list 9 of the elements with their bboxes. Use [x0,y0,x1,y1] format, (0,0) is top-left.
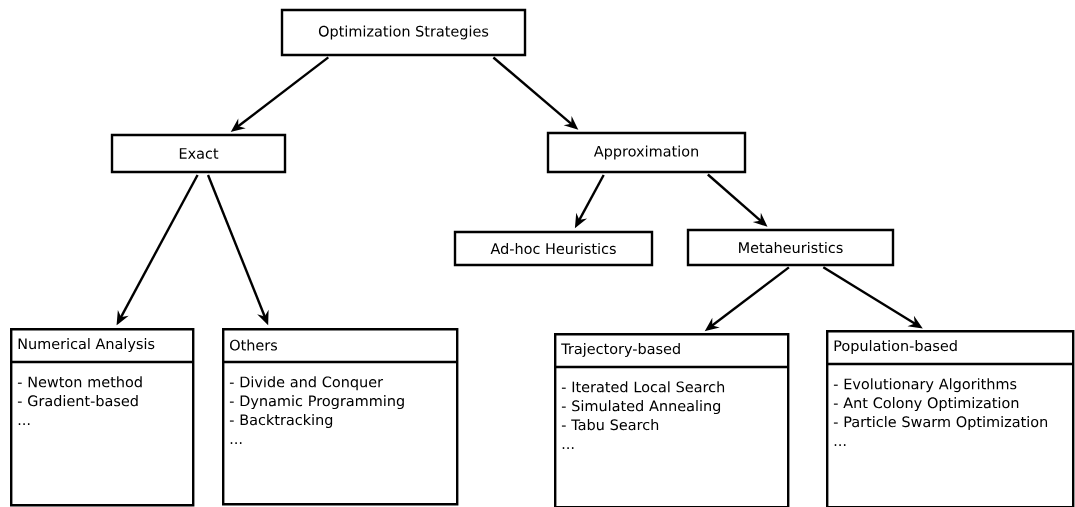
category-box: Optimization Strategies [280,8,527,57]
list-box: Trajectory-based - Iterated Local Search - Simulated Annealing - Tabu Search ... [554,333,790,507]
category-box: Approximation [546,131,747,174]
category-box: Metaheuristics [686,228,895,267]
list-box: Numerical Analysis - Newton method - Gradient-based ... [10,328,195,507]
list-box: Population-based - Evolutionary Algorithms - Ant Colony Optimization - Particle Swarm Optimization ... [826,330,1075,507]
list-box: Others - Divide and Conquer - Dynamic Programming - Backtracking ... [222,328,459,506]
category-box: Exact [110,133,287,174]
category-box: Ad-hoc Heuristics [453,230,654,267]
